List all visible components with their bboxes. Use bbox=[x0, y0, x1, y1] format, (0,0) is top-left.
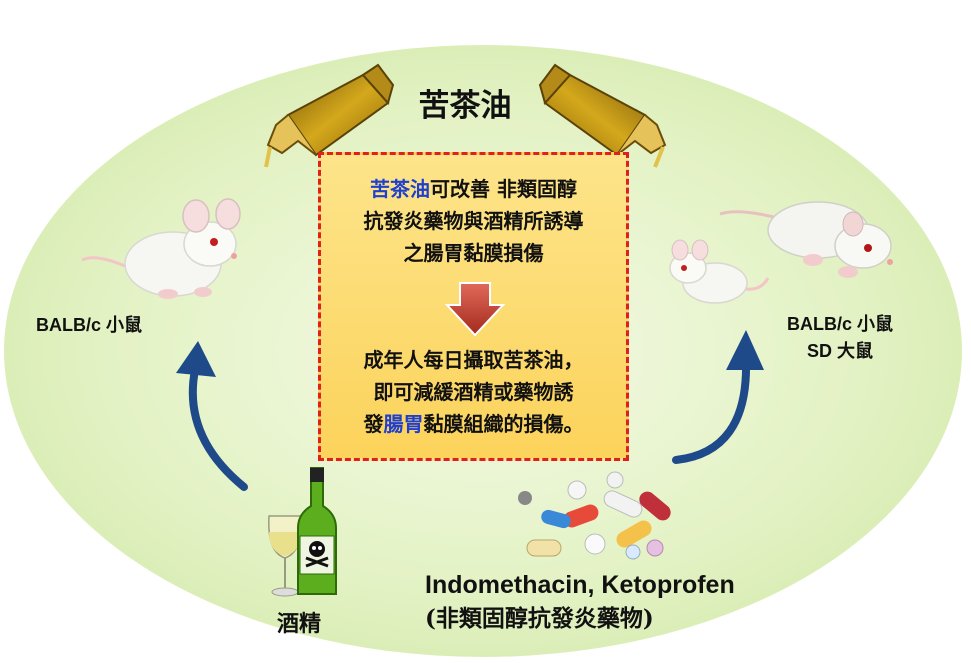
right-animal-label-rat: SD 大鼠 bbox=[806, 341, 873, 361]
summary-box: 苦茶油可改善 非類固醇 抗發炎藥物與酒精所誘導 之腸胃黏膜損傷 成年人每日攝取苦… bbox=[318, 152, 629, 461]
box-top-line-1: 苦茶油可改善 非類固醇 bbox=[370, 177, 577, 201]
oil-bottle-right-icon bbox=[538, 63, 667, 168]
mouse-left-icon bbox=[81, 198, 241, 299]
wine-glass-icon bbox=[268, 515, 302, 597]
wine-bottle-icon bbox=[297, 467, 337, 595]
box-top-line-2: 抗發炎藥物與酒精所誘導 bbox=[363, 209, 584, 233]
highlight-text: 腸胃 bbox=[383, 412, 424, 436]
alcohol-label: 酒精 bbox=[277, 611, 322, 637]
curved-arrow-right-icon bbox=[672, 330, 764, 464]
right-animal-label-mouse: BALB/c 小鼠 bbox=[786, 314, 893, 334]
rat-icon bbox=[719, 201, 893, 278]
box-top-text: 苦茶油可改善 非類固醇 抗發炎藥物與酒精所誘導 之腸胃黏膜損傷 bbox=[321, 173, 626, 269]
highlight-text: 苦茶油 bbox=[370, 177, 431, 201]
box-bottom-text: 成年人每日攝取苦茶油， 即可減緩酒精或藥物誘 發腸胃黏膜組織的損傷。 bbox=[321, 344, 626, 440]
down-arrow-icon bbox=[445, 282, 505, 337]
skull-icon bbox=[305, 541, 329, 568]
box-bottom-line-3: 發腸胃黏膜組織的損傷。 bbox=[363, 412, 584, 436]
oil-bottle-left-icon bbox=[264, 63, 395, 168]
mouse-right-icon bbox=[669, 239, 770, 304]
pills-icon bbox=[518, 471, 671, 560]
right-animal-labels: BALB/c 小鼠 SD 大鼠 bbox=[760, 311, 920, 365]
drugs-label-block: Indomethacin, Ketoprofen (非類固醇抗發炎藥物) bbox=[425, 568, 735, 636]
drugs-label: Indomethacin, Ketoprofen bbox=[425, 571, 735, 599]
diagram-title: 苦茶油 bbox=[418, 88, 512, 124]
curved-arrow-left-icon bbox=[176, 341, 248, 491]
left-animal-label: BALB/c 小鼠 bbox=[36, 315, 143, 335]
box-top-line-3: 之腸胃黏膜損傷 bbox=[403, 241, 544, 265]
box-bottom-line-1: 成年人每日攝取苦茶油， bbox=[363, 348, 584, 372]
box-bottom-line-2: 即可減緩酒精或藥物誘 bbox=[373, 380, 574, 404]
drugs-sublabel: (非類固醇抗發炎藥物) bbox=[425, 605, 654, 632]
